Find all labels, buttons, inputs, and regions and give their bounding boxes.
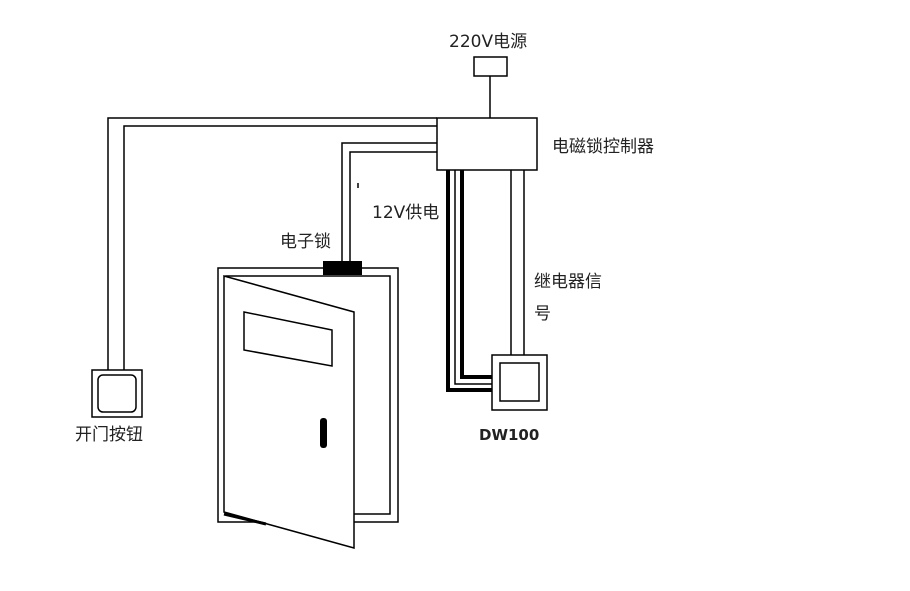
electronic-lock-bar [323, 261, 362, 275]
dw100-device [491, 354, 548, 411]
button-cable [107, 117, 437, 370]
open-button-label: 开门按钮 [75, 425, 143, 445]
relay-signal-label-line2: 号 [534, 304, 551, 324]
door-handle [320, 418, 327, 448]
relay-signal-label-line1: 继电器信 [534, 272, 602, 292]
electronic-lock-label: 电子锁 [280, 232, 331, 252]
supply-12v-cable [446, 170, 492, 392]
controller-box [436, 117, 538, 171]
supply-12v-label: 12V供电 [372, 203, 440, 223]
device-label: DW100 [479, 426, 540, 444]
power-source-label: 220V电源 [449, 32, 528, 52]
door-leaf [223, 275, 355, 549]
relay-signal-cable [510, 170, 525, 355]
power-supply-box [473, 56, 508, 77]
lock-cable [341, 142, 437, 262]
controller-label: 电磁锁控制器 [552, 137, 654, 157]
open-door-button [91, 369, 143, 418]
